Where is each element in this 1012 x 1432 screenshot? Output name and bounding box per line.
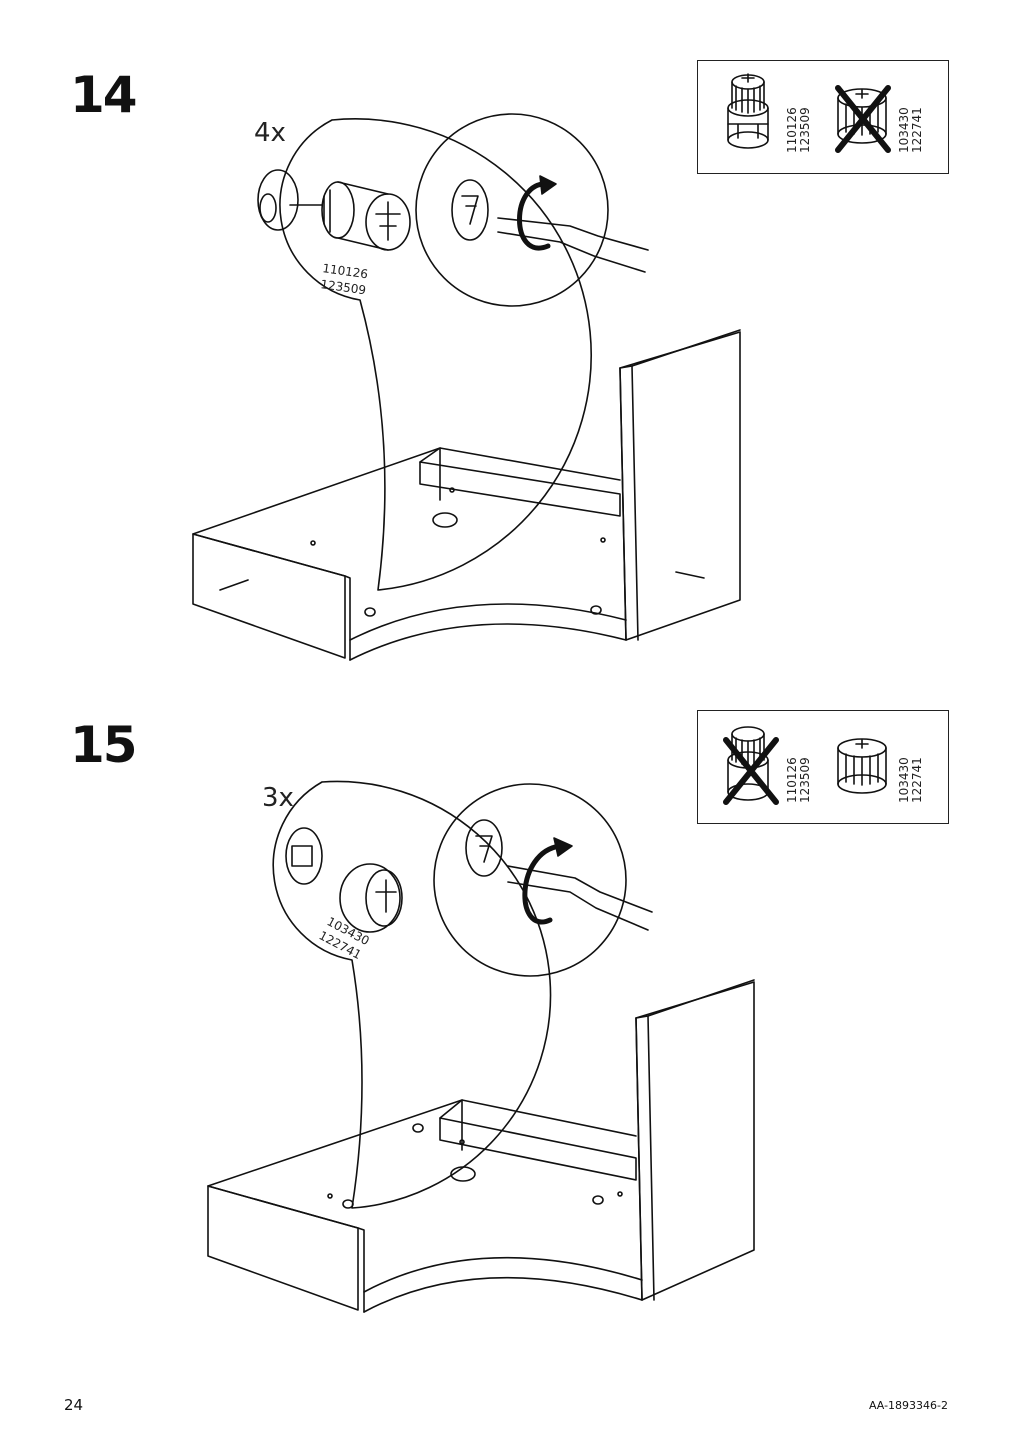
step-14-part-code-line-2: 123509 bbox=[320, 277, 367, 297]
step-14-detail-bubble-tighten bbox=[415, 113, 649, 307]
rotate-arrow-icon bbox=[517, 181, 551, 251]
step-14-part-code-line-1: 110126 bbox=[322, 261, 369, 281]
step-15-detail-bubble-insert bbox=[272, 780, 552, 1209]
step-14-part-reference-box: 110126 123509 103430 122741 bbox=[697, 60, 949, 174]
step-15-number: 15 bbox=[70, 716, 138, 774]
step-14-detail-bubble-insert bbox=[257, 118, 592, 591]
step-15-detail-bubble-tighten bbox=[433, 783, 653, 977]
step-15-quantity: 3x bbox=[262, 783, 294, 813]
cam-lock-large-icon bbox=[837, 738, 887, 794]
step-14-cabinet-base bbox=[192, 329, 741, 661]
step-15-cabinet-base bbox=[207, 979, 755, 1313]
document-code: AA-1893346-2 bbox=[868, 1399, 948, 1412]
rotate-arrow-icon bbox=[522, 843, 563, 925]
step-14-quantity: 4x bbox=[254, 118, 286, 148]
forbidden-cross-icon bbox=[723, 737, 779, 805]
forbidden-cross-icon bbox=[835, 85, 891, 153]
step-14-number: 14 bbox=[70, 66, 138, 124]
cam-lock-small-icon-crossed-base bbox=[727, 726, 769, 801]
cam-lock-small-icon bbox=[727, 73, 769, 149]
page-number: 24 bbox=[64, 1396, 84, 1414]
